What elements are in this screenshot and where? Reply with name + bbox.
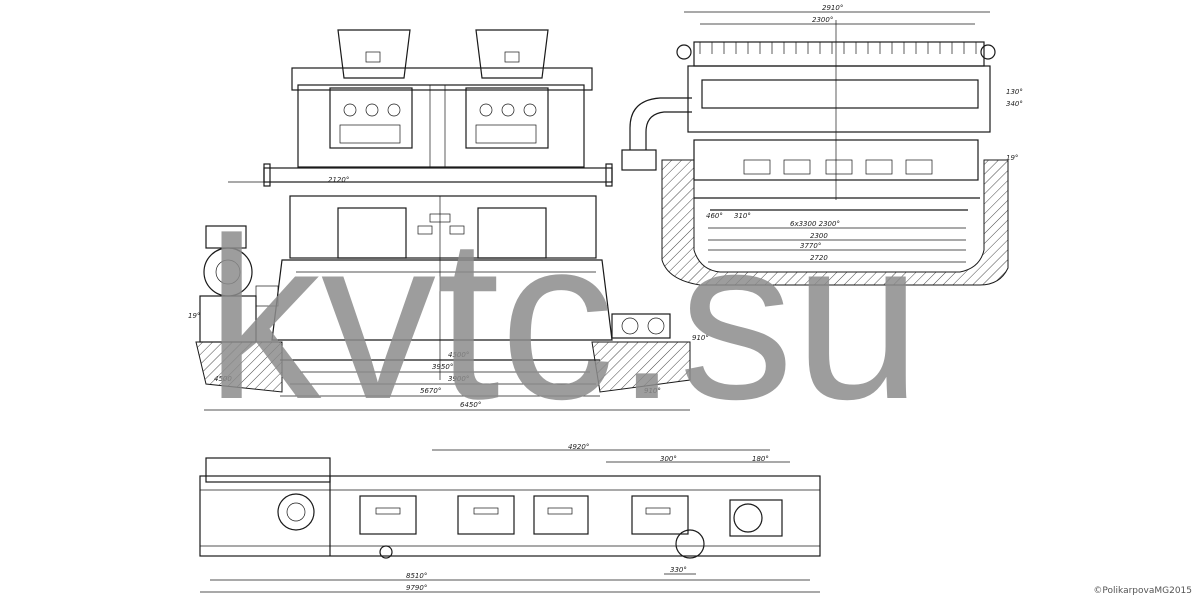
dim-end-span4: 2720 [810, 254, 828, 262]
plan-view: 4920° 300° 180° 8510° 9790° 330° [199, 443, 821, 593]
dim-end-left1: 460° [706, 212, 723, 220]
dim-side-left-height: 19° [188, 312, 200, 320]
plan-doors [359, 495, 689, 535]
dim-plan-bottom2: 9790° [406, 584, 427, 592]
dim-end-span3: 3770° [800, 242, 821, 250]
dim-side-6450: 6450° [460, 401, 481, 409]
dim-plan-top1: 4920° [568, 443, 589, 451]
hopper-right [465, 29, 549, 149]
dim-plan-small: 330° [670, 566, 687, 574]
dim-end-right3: 19° [1006, 154, 1018, 162]
dim-side-right: 910° [644, 387, 661, 395]
dim-end-right2: 340° [1006, 100, 1023, 108]
watermark: kvtc.su [206, 190, 922, 447]
dim-plan-bottom1: 8510° [406, 572, 427, 580]
hopper-left [329, 29, 413, 149]
dim-side-height: 910° [692, 334, 709, 342]
dim-end-top: 2910° [822, 4, 843, 12]
dim-side-3950: 3950° [432, 363, 453, 371]
dim-plan-top3: 180° [752, 455, 769, 463]
dim-side-4500: 4500° [448, 351, 469, 359]
dim-end-left2: 310° [734, 212, 751, 220]
side-view: 2120° 4500° 3950° 3900° 5670° 6450° 4500… [188, 29, 709, 411]
dim-end-inner: 2300° [812, 16, 833, 24]
dim-plan-top2: 300° [660, 455, 677, 463]
dim-side-5670: 5670° [420, 387, 441, 395]
dim-side-3900: 3900° [448, 375, 469, 383]
dim-side-left: 4500 [214, 375, 232, 383]
dim-side-top: 2120° [328, 176, 349, 184]
dim-end-right1: 130° [1006, 88, 1023, 96]
dim-end-span1: 6x3300 2300° [790, 220, 840, 228]
dim-end-span2: 2300 [810, 232, 828, 240]
end-view: 2910° 2300° 6x3300 2300° 2300 3770° 2720… [621, 4, 1023, 286]
end-view-teeth [699, 42, 977, 54]
copyright-text: ©PolikarpovaMG2015 [1093, 586, 1192, 596]
